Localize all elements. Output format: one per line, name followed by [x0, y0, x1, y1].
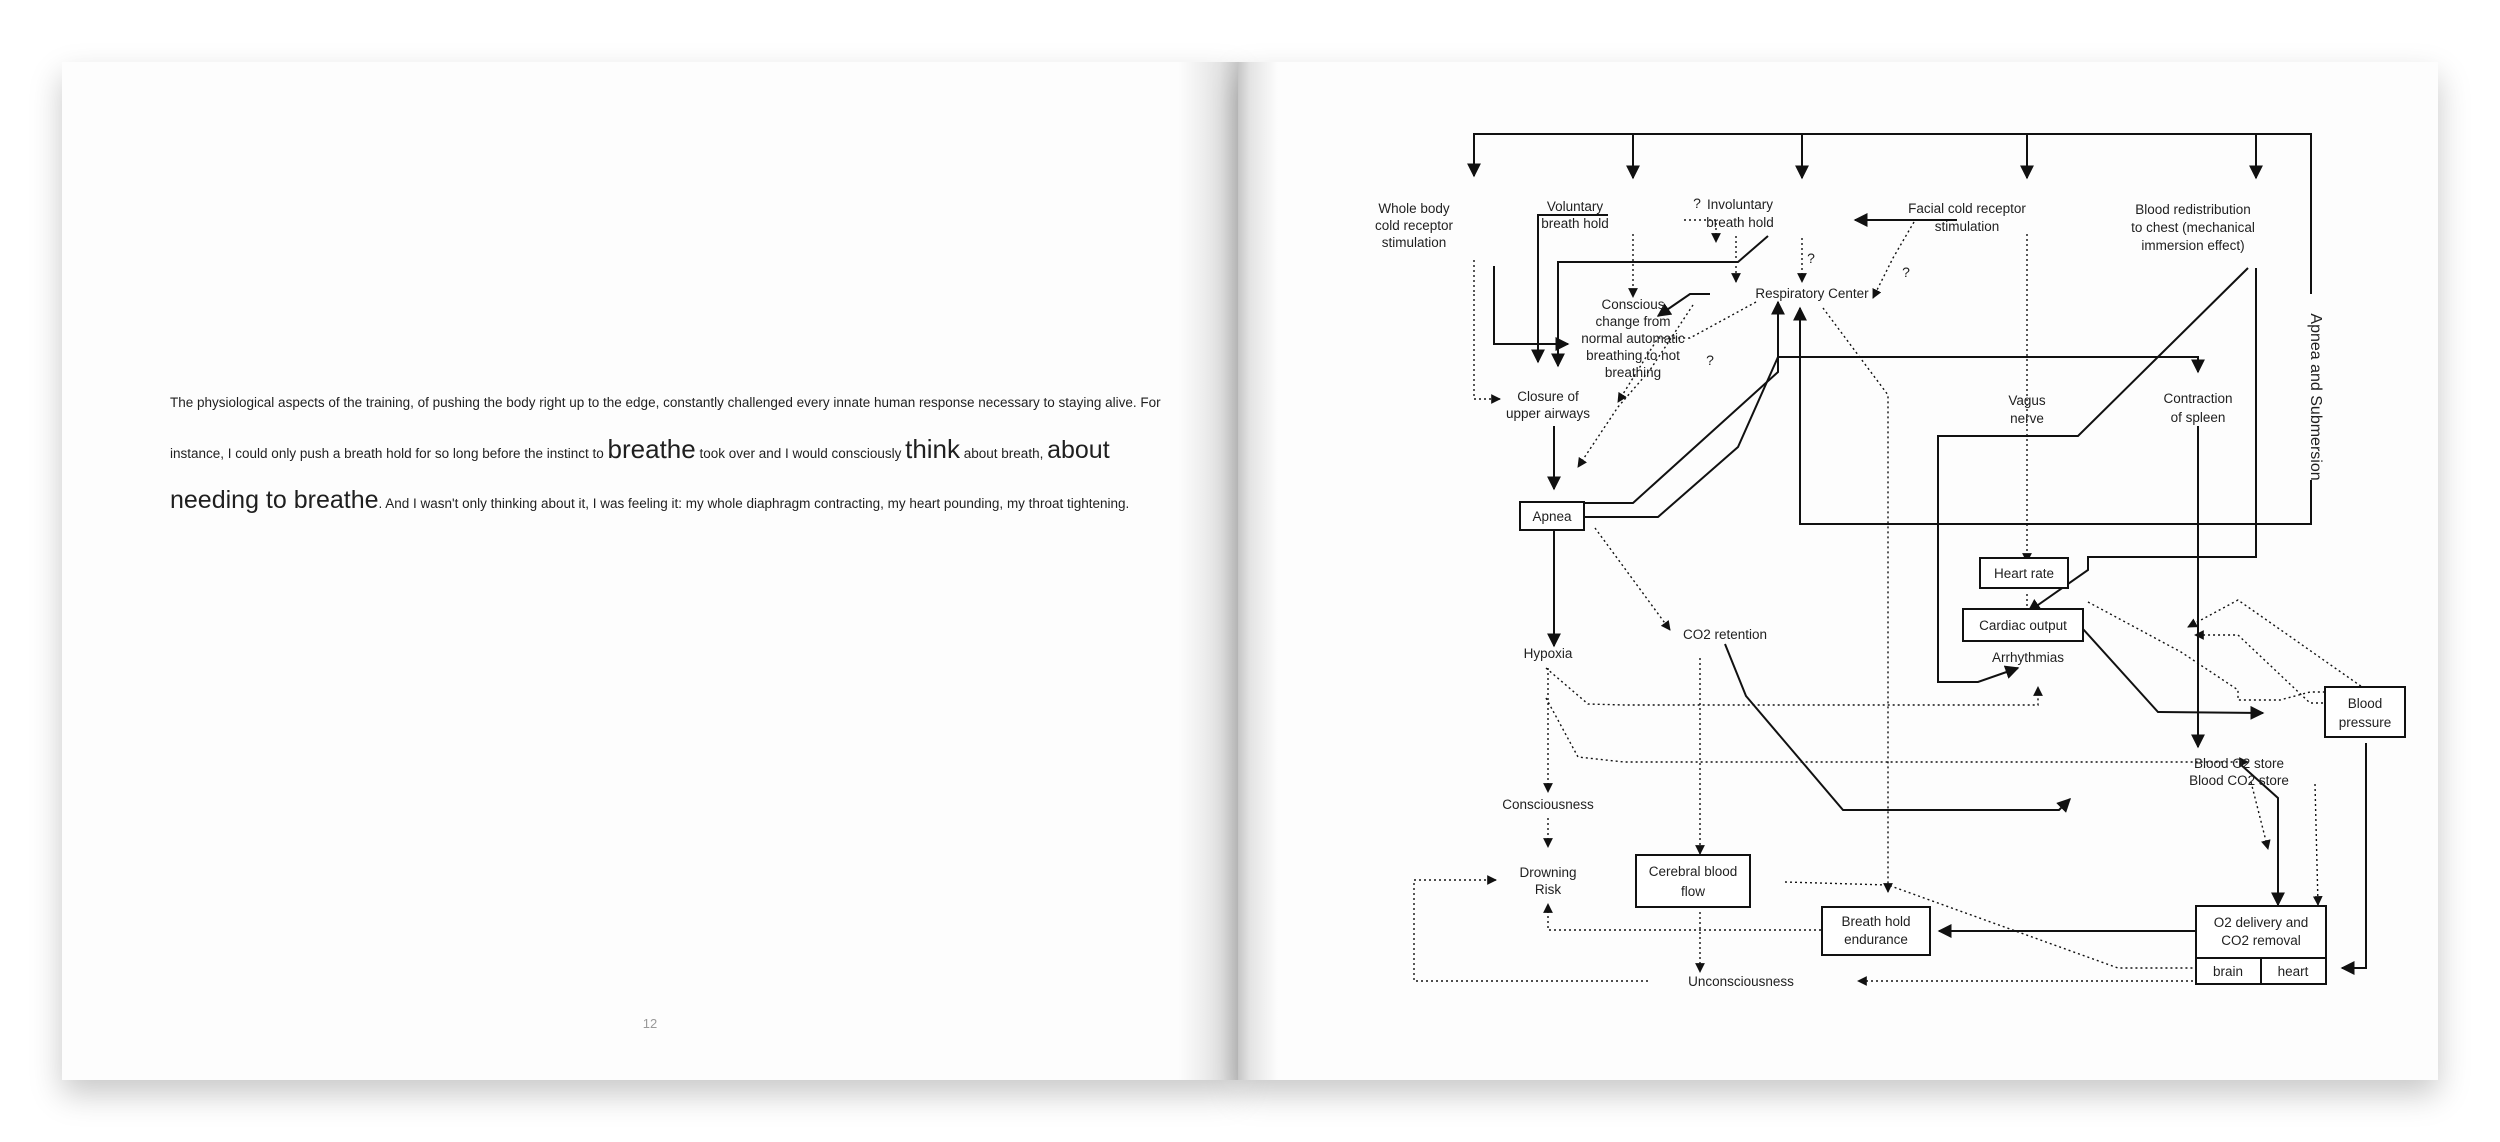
breath-hold-endurance-label: Breath hold [1841, 914, 1910, 929]
cerebral-blood-flow-box [1635, 854, 1751, 908]
redistribution-label: immersion effect) [2141, 238, 2244, 253]
emphasis-needing-to-breathe: about needing to breathe [170, 436, 1110, 514]
right-page: Apnea and Submersion Whole body cold rec… [1238, 62, 2438, 1080]
conscious-change-label: breathing to not [1586, 348, 1680, 363]
involuntary-label: breath hold [1706, 215, 1774, 230]
respiratory-center-label: Respiratory Center [1755, 286, 1869, 301]
heart-rate-label: Heart rate [1994, 566, 2054, 581]
drowning-risk-label: Drowning [1519, 865, 1576, 880]
spleen-label: Contraction [2163, 391, 2232, 406]
conscious-change-label: breathing [1605, 365, 1661, 380]
heart-label: heart [2278, 964, 2309, 979]
question-mark: ? [1706, 352, 1714, 368]
whole-body-label: Whole body [1378, 201, 1450, 216]
o2-delivery-label: O2 delivery and [2214, 915, 2309, 930]
blood-co2-store-label: Blood CO2 store [2189, 773, 2289, 788]
text-run: about breath, [960, 446, 1048, 461]
unconsciousness-label: Unconsciousness [1688, 974, 1794, 989]
breath-hold-endurance-box [1821, 906, 1931, 956]
o2-delivery-box [2195, 905, 2327, 959]
conscious-change-label: Conscious [1601, 297, 1664, 312]
dotted-arrows [1413, 219, 2374, 986]
apnea-label: Apnea [1532, 509, 1572, 524]
spleen-label: of spleen [2171, 410, 2226, 425]
text-run: The physiological aspects of the trainin… [170, 395, 1161, 461]
cerebral-blood-flow-label: flow [1681, 884, 1705, 899]
facial-label: stimulation [1935, 219, 2000, 234]
redistribution-label: to chest (mechanical [2131, 220, 2255, 235]
question-mark: ? [1693, 195, 1701, 211]
brain-label: brain [2213, 964, 2243, 979]
side-label-apnea-submersion: Apnea and Submersion [2307, 313, 2324, 480]
paragraph: The physiological aspects of the trainin… [170, 380, 1180, 527]
text-run: took over and I would consciously [695, 446, 906, 461]
text-run: . And I wasn't only thinking about it, I… [378, 496, 1130, 511]
blood-pressure-label: Blood [2348, 696, 2383, 711]
cerebral-blood-flow-label: Cerebral blood [1649, 864, 1738, 879]
apnea-box [1519, 501, 1585, 531]
blood-pressure-label: pressure [2339, 715, 2392, 730]
drowning-risk-label: Risk [1535, 882, 1561, 897]
gutter-shadow-right [1238, 62, 1278, 1080]
closure-label: upper airways [1506, 406, 1590, 421]
o2-delivery-label: CO2 removal [2221, 933, 2301, 948]
left-page: The physiological aspects of the trainin… [62, 62, 1238, 1080]
cardiac-output-box [1962, 608, 2084, 642]
cardiac-output-label: Cardiac output [1979, 618, 2067, 633]
hypoxia-label: Hypoxia [1524, 646, 1573, 661]
redistribution-label: Blood redistribution [2135, 202, 2251, 217]
heart-box [2260, 957, 2327, 985]
consciousness-label: Consciousness [1502, 797, 1594, 812]
page-number: 12 [642, 1016, 658, 1031]
side-label-mask [2300, 294, 2322, 480]
vagus-label: nerve [2010, 411, 2044, 426]
whole-body-label: cold receptor [1375, 218, 1454, 233]
closure-label: Closure of [1517, 389, 1579, 404]
whole-body-label: stimulation [1382, 235, 1447, 250]
solid-arrows [1493, 213, 2367, 975]
blood-pressure-box [2324, 686, 2406, 738]
voluntary-label: breath hold [1541, 216, 1609, 231]
arrhythmias-label: Arrhythmias [1992, 650, 2064, 665]
book-spread: The physiological aspects of the trainin… [62, 62, 2438, 1080]
co2-retention-label: CO2 retention [1683, 627, 1767, 642]
involuntary-label: Involuntary [1707, 197, 1773, 212]
body-text: The physiological aspects of the trainin… [170, 380, 1180, 527]
vagus-label: Vagus [2008, 393, 2046, 408]
question-mark: ? [1807, 250, 1815, 266]
facial-label: Facial cold receptor [1908, 201, 2026, 216]
heart-rate-box [1979, 557, 2069, 589]
top-connector-bus [1467, 133, 2312, 525]
voluntary-label: Voluntary [1547, 199, 1604, 214]
question-mark: ? [1902, 264, 1910, 280]
emphasis-breathe: breathe [607, 434, 696, 464]
physiology-diagram: Apnea and Submersion Whole body cold rec… [1375, 133, 2406, 989]
conscious-change-label: change from [1595, 314, 1670, 329]
blood-o2-store-label: Blood O2 store [2194, 756, 2284, 771]
conscious-change-label: normal automatic [1581, 331, 1685, 346]
emphasis-think: think [905, 434, 961, 464]
gutter-shadow-left [1178, 62, 1238, 1080]
breath-hold-endurance-label: endurance [1844, 932, 1908, 947]
